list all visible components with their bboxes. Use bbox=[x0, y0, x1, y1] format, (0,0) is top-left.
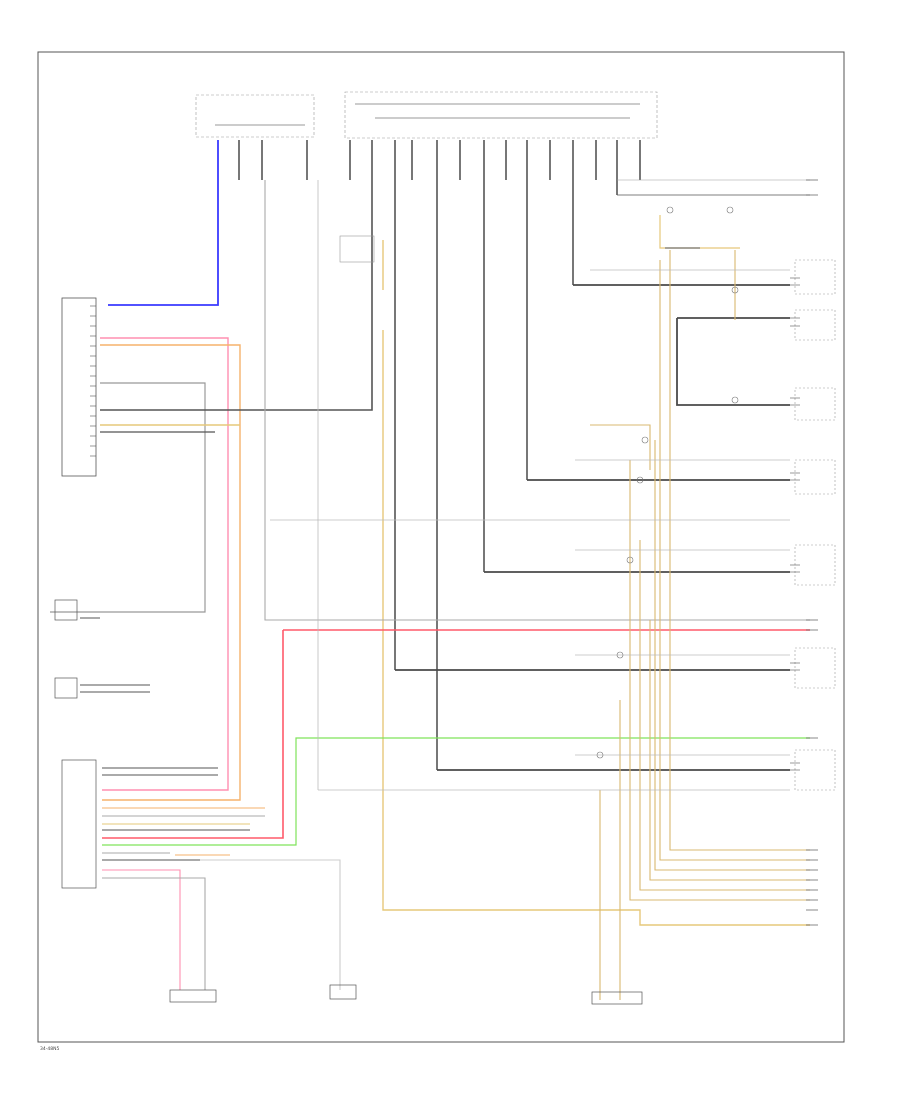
right-module-connectors bbox=[794, 259, 836, 791]
top-center-component-box bbox=[344, 91, 658, 139]
yellow-vertical-label-bg bbox=[379, 290, 387, 330]
top-left-component-box bbox=[195, 94, 315, 138]
dark-wire-ecm bbox=[100, 180, 373, 411]
green-wire bbox=[102, 737, 810, 846]
red-wire-vertical bbox=[102, 630, 284, 839]
diagram-frame bbox=[37, 51, 845, 1043]
top-connector-drops bbox=[238, 140, 641, 770]
top-right-yellow-wire bbox=[659, 215, 740, 249]
yellow-vertical-wire bbox=[382, 240, 810, 926]
inline-connectors bbox=[596, 206, 739, 759]
right-edge-terminals bbox=[806, 179, 818, 926]
gray-wire-horizontal-1 bbox=[264, 180, 810, 621]
tan-wire-bundle bbox=[590, 250, 810, 1000]
dark-wires-right bbox=[395, 284, 790, 771]
left-connector-block bbox=[61, 297, 97, 477]
gray-wire-ecm bbox=[50, 382, 206, 613]
orange-wire-upper bbox=[100, 344, 241, 801]
relay-box bbox=[339, 235, 375, 263]
gray-wires-right bbox=[270, 180, 790, 791]
left-connector-pins bbox=[90, 305, 96, 457]
right-module-pins bbox=[790, 277, 800, 771]
lower-left-wires bbox=[102, 767, 341, 990]
bottom-connectors bbox=[169, 984, 643, 1005]
footer-code: 34-48N5 bbox=[40, 1046, 59, 1052]
pink-wire-upper bbox=[100, 337, 229, 791]
left-lower-connectors bbox=[54, 599, 97, 889]
blue-wire bbox=[108, 140, 219, 306]
